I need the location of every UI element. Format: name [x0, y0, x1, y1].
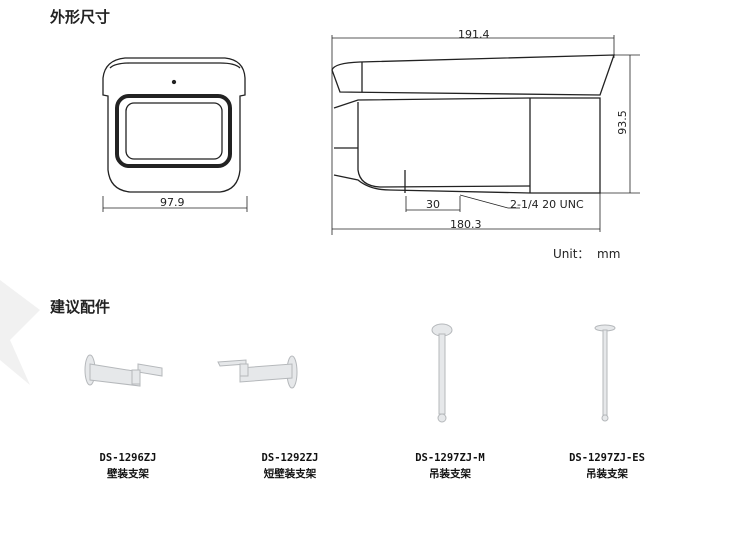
- accessory-model: DS-1297ZJ-M: [415, 452, 485, 464]
- accessory-model: DS-1297ZJ-ES: [569, 452, 645, 464]
- camera-dimension-drawing: [102, 35, 640, 235]
- accessory-name: 吊装支架: [586, 468, 628, 480]
- accessories-title: 建议配件: [50, 298, 111, 316]
- side-length-dimension: 191.4: [458, 28, 490, 41]
- decorative-watermark: [0, 280, 40, 385]
- accessory-model: DS-1292ZJ: [261, 452, 319, 464]
- pendant-bracket-image: [431, 323, 453, 423]
- height-dimension: 93.5: [615, 110, 629, 135]
- accessory-name: 壁装支架: [107, 468, 149, 480]
- unit-label: Unit： mm: [553, 247, 621, 261]
- wall-bracket-image: [84, 354, 163, 387]
- pendant-bracket-es-image: [594, 324, 616, 422]
- accessory-name: 吊装支架: [429, 468, 471, 480]
- dimensions-title: 外形尺寸: [50, 8, 111, 26]
- thread-spec: 2-1/4 20 UNC: [510, 198, 584, 211]
- accessory-model: DS-1296ZJ: [99, 452, 157, 464]
- accessory-item: DS-1296ZJ 壁装支架: [58, 450, 198, 482]
- mount-offset-dimension: 30: [426, 198, 440, 211]
- body-length-dimension: 180.3: [450, 218, 482, 231]
- short-wall-bracket-image: [217, 355, 298, 389]
- accessory-item: DS-1297ZJ-ES 吊装支架: [537, 450, 677, 482]
- accessory-item: DS-1297ZJ-M 吊装支架: [380, 450, 520, 482]
- front-width-dimension: 97.9: [160, 196, 185, 209]
- accessory-images: [84, 323, 616, 423]
- accessory-name: 短壁装支架: [263, 468, 317, 480]
- accessory-item: DS-1292ZJ 短壁装支架: [220, 450, 360, 482]
